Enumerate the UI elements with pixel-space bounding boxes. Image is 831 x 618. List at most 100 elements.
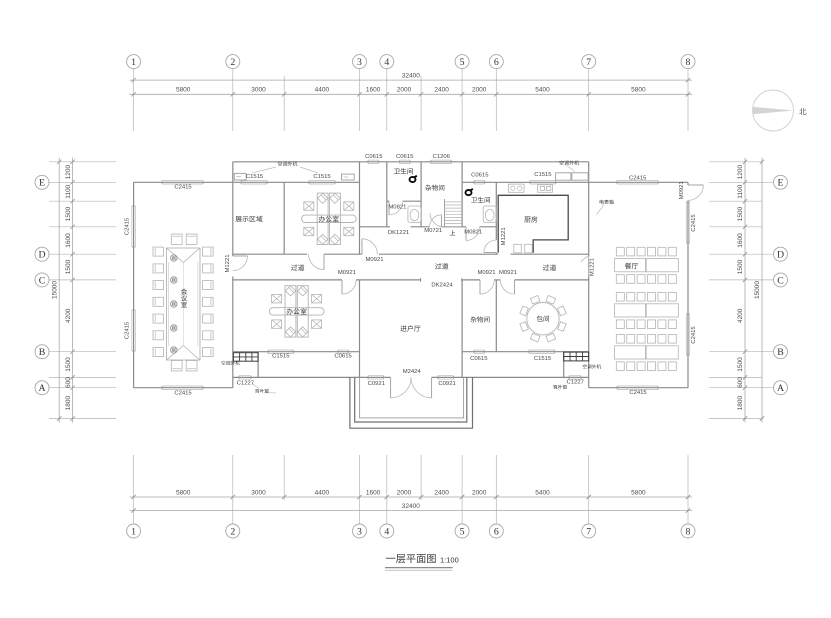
- svg-text:C1515: C1515: [246, 174, 264, 180]
- svg-text:600: 600: [65, 377, 72, 388]
- svg-text:15000: 15000: [51, 281, 58, 299]
- svg-text:2: 2: [230, 57, 235, 68]
- svg-text:1500: 1500: [737, 357, 744, 372]
- svg-text:15000: 15000: [754, 281, 761, 299]
- svg-text:1: 1: [131, 526, 136, 537]
- svg-text:DK1221: DK1221: [388, 230, 409, 236]
- svg-text:3000: 3000: [251, 490, 266, 497]
- svg-text:C2415: C2415: [124, 217, 130, 235]
- svg-text:C: C: [777, 275, 784, 286]
- svg-text:D: D: [777, 250, 784, 261]
- svg-text:1100: 1100: [65, 184, 72, 198]
- svg-text:C1515: C1515: [272, 354, 290, 360]
- svg-text:M1221: M1221: [225, 254, 231, 272]
- svg-text:M0821: M0821: [388, 205, 406, 211]
- svg-text:3000: 3000: [251, 87, 266, 94]
- svg-text:C1206: C1206: [433, 154, 451, 160]
- svg-text:C2415: C2415: [174, 185, 192, 191]
- svg-text:1500: 1500: [737, 206, 744, 221]
- svg-text:8: 8: [686, 57, 691, 68]
- svg-text:M0921: M0921: [499, 270, 517, 276]
- svg-text:4200: 4200: [65, 308, 72, 323]
- svg-text:C2415: C2415: [629, 175, 647, 181]
- svg-text:1800: 1800: [737, 395, 744, 410]
- svg-text:C1515: C1515: [534, 356, 552, 362]
- svg-text:C2415: C2415: [691, 214, 697, 232]
- svg-text:5: 5: [460, 526, 465, 537]
- svg-text:C: C: [39, 275, 46, 286]
- svg-text:1600: 1600: [366, 490, 381, 497]
- svg-text:C0921: C0921: [368, 381, 385, 387]
- svg-text:4: 4: [384, 57, 389, 68]
- svg-text:A: A: [38, 383, 45, 394]
- svg-text:32400: 32400: [402, 503, 420, 510]
- svg-text:5800: 5800: [176, 490, 191, 497]
- svg-text:C0921: C0921: [438, 381, 455, 387]
- svg-text:2400: 2400: [434, 87, 449, 94]
- svg-text:2400: 2400: [434, 490, 449, 497]
- svg-text:3: 3: [357, 526, 362, 537]
- svg-text:4400: 4400: [315, 490, 330, 497]
- svg-text:5800: 5800: [176, 87, 191, 94]
- svg-text:1100: 1100: [737, 184, 744, 198]
- svg-text:C2415: C2415: [691, 326, 697, 344]
- svg-text:5400: 5400: [535, 490, 550, 497]
- svg-text:C2415: C2415: [124, 321, 130, 339]
- svg-text:A: A: [777, 383, 784, 394]
- svg-text:M0921: M0921: [679, 181, 685, 199]
- svg-text:5400: 5400: [535, 87, 550, 94]
- svg-text:6: 6: [494, 57, 499, 68]
- svg-text:1:100: 1:100: [440, 555, 459, 564]
- svg-text:600: 600: [737, 377, 744, 388]
- svg-text:2000: 2000: [397, 87, 412, 94]
- svg-text:C0615: C0615: [470, 356, 488, 362]
- svg-text:M0921: M0921: [477, 270, 495, 276]
- svg-text:M1221: M1221: [501, 227, 507, 245]
- svg-text:M0921: M0921: [365, 257, 383, 263]
- svg-text:1: 1: [131, 57, 136, 68]
- svg-text:2000: 2000: [472, 87, 487, 94]
- svg-text:6: 6: [494, 526, 499, 537]
- svg-text:2000: 2000: [472, 490, 487, 497]
- svg-text:C0615: C0615: [334, 354, 352, 360]
- svg-text:4: 4: [384, 526, 389, 537]
- svg-text:C0615: C0615: [471, 173, 489, 179]
- svg-text:M1221: M1221: [590, 258, 596, 276]
- svg-text:M0821: M0821: [464, 230, 482, 236]
- svg-text:2: 2: [230, 526, 235, 537]
- svg-text:4200: 4200: [737, 308, 744, 323]
- svg-text:7: 7: [586, 526, 591, 537]
- svg-text:8: 8: [686, 526, 691, 537]
- svg-text:B: B: [39, 347, 46, 358]
- svg-text:1500: 1500: [65, 357, 72, 372]
- svg-text:D: D: [38, 250, 45, 261]
- svg-text:4400: 4400: [315, 87, 330, 94]
- svg-text:E: E: [39, 178, 45, 189]
- svg-text:1500: 1500: [737, 259, 744, 274]
- svg-text:C1227: C1227: [567, 380, 584, 386]
- svg-text:C2415: C2415: [174, 391, 192, 397]
- svg-text:1500: 1500: [65, 206, 72, 221]
- svg-text:M0921: M0921: [338, 270, 356, 276]
- svg-text:1200: 1200: [737, 164, 744, 179]
- svg-text:C0615: C0615: [365, 154, 383, 160]
- svg-text:32400: 32400: [402, 73, 420, 80]
- svg-text:C2415: C2415: [629, 390, 647, 396]
- svg-text:1600: 1600: [366, 87, 381, 94]
- svg-text:7: 7: [586, 57, 591, 68]
- svg-text:1500: 1500: [65, 259, 72, 274]
- svg-text:E: E: [778, 178, 784, 189]
- svg-text:1800: 1800: [65, 395, 72, 410]
- svg-text:C1515: C1515: [313, 174, 331, 180]
- svg-text:C1515: C1515: [534, 172, 552, 178]
- svg-text:5800: 5800: [631, 490, 646, 497]
- svg-text:1600: 1600: [65, 233, 72, 248]
- svg-text:1200: 1200: [65, 164, 72, 179]
- svg-text:B: B: [777, 347, 784, 358]
- svg-text:DK2424: DK2424: [431, 282, 453, 288]
- svg-text:1600: 1600: [737, 233, 744, 248]
- svg-text:5: 5: [460, 57, 465, 68]
- svg-text:C0615: C0615: [396, 154, 414, 160]
- svg-text:M0721: M0721: [424, 228, 442, 234]
- svg-text:3: 3: [357, 57, 362, 68]
